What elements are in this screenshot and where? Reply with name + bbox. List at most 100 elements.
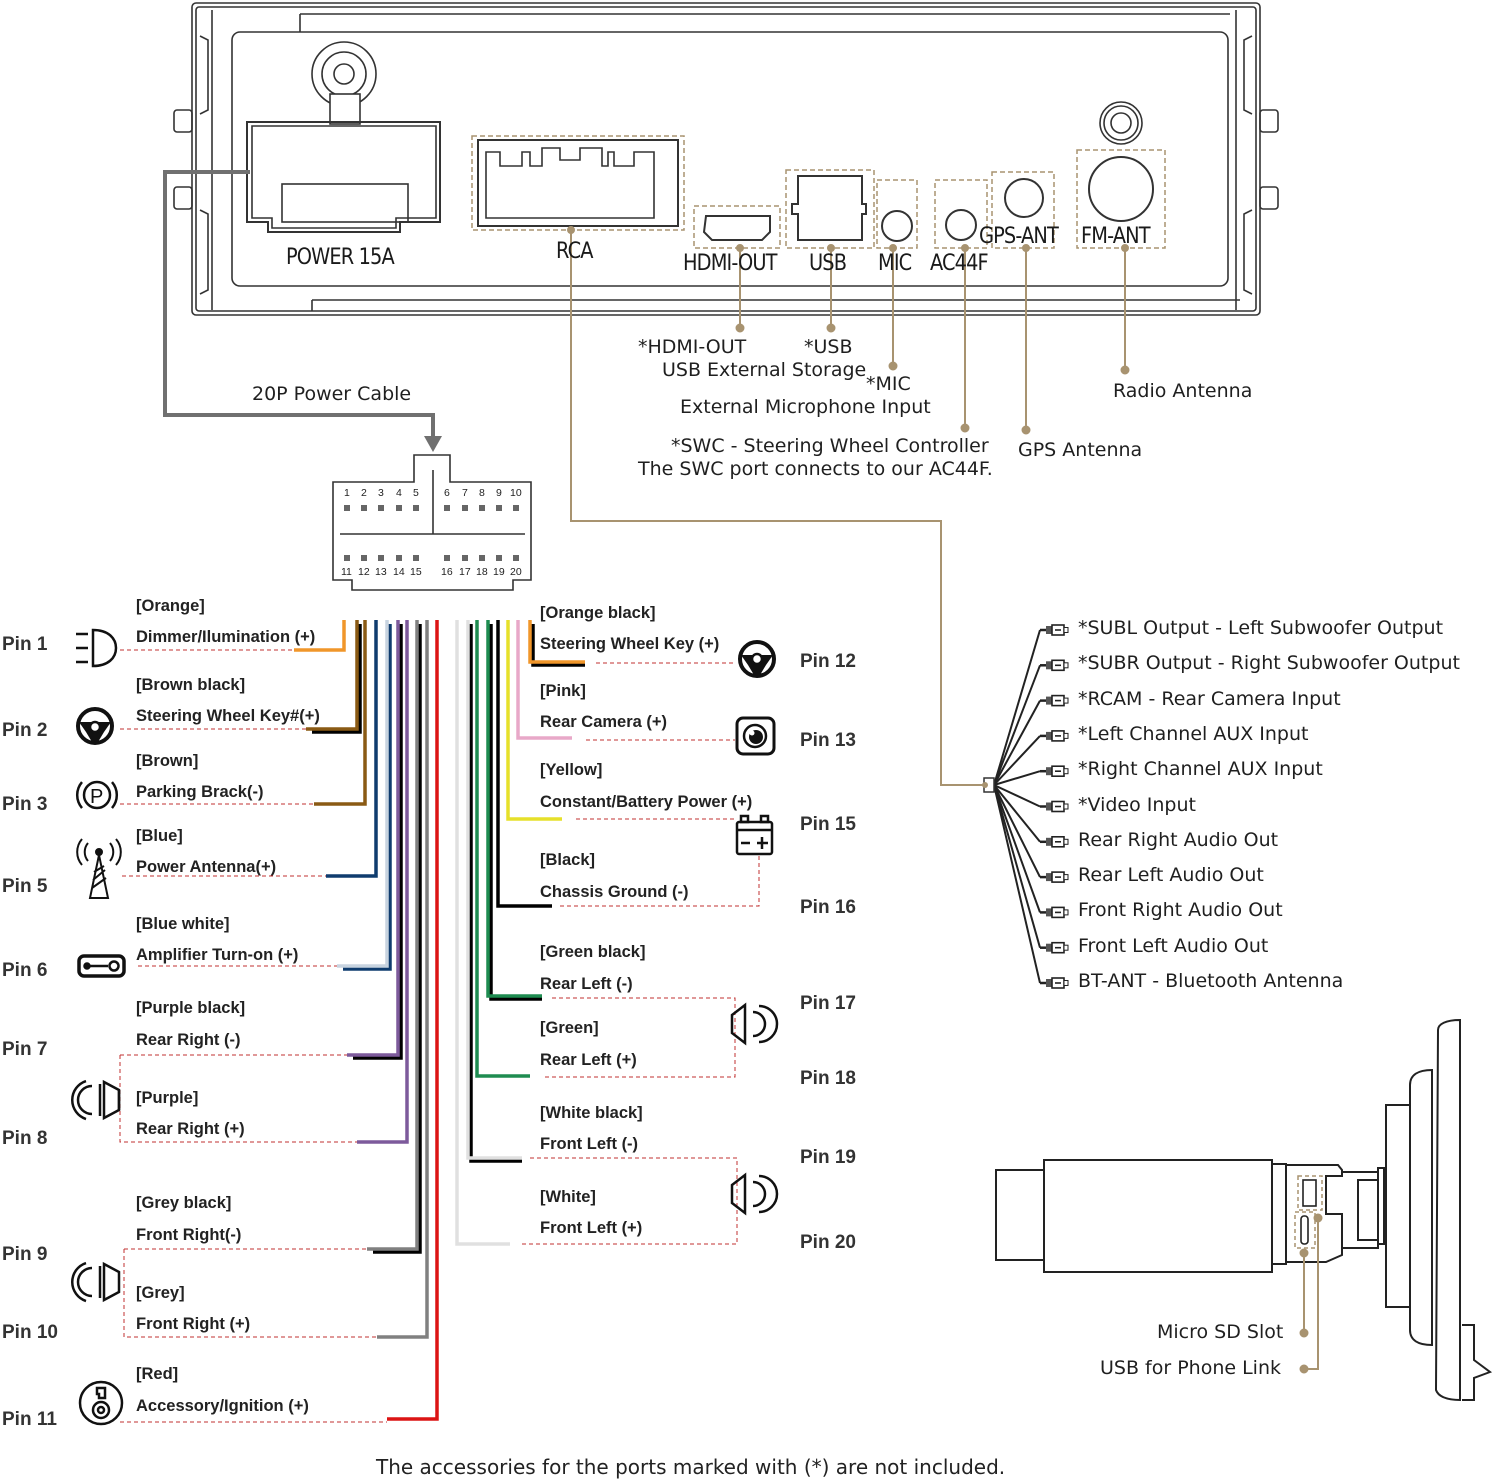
wire-color-label: [Black] (540, 851, 596, 869)
connector-pin-number: 15 (410, 566, 422, 578)
annotation-gps: GPS Antenna (1018, 439, 1143, 461)
pin-dot (361, 505, 367, 511)
rca-junction (982, 777, 995, 793)
mic-port (876, 179, 918, 249)
wire-pin-3 (314, 620, 367, 806)
dashed-leader (542, 997, 736, 1078)
pin-label: Pin 11 (2, 1409, 57, 1430)
rca-plug (993, 784, 1069, 919)
pin-label: Pin 5 (2, 876, 48, 897)
pin-dot (496, 555, 502, 561)
side-view (995, 1018, 1493, 1402)
wire-pin-19 (466, 620, 522, 1163)
pin-label: Pin 6 (2, 960, 48, 981)
wire-color-label: [Green] (540, 1019, 599, 1037)
annotation-power-cable: 20P Power Cable (252, 383, 412, 405)
pin-label: Pin 19 (800, 1147, 856, 1168)
pin-label: Pin 18 (800, 1068, 856, 1089)
pin-label: Pin 17 (800, 993, 856, 1014)
side-view-leaders (1299, 1213, 1323, 1374)
wire-function-label: Rear Right (+) (136, 1120, 245, 1138)
pin-dot (396, 555, 402, 561)
rca-output-label: *SUBL Output - Left Subwoofer Output (1078, 617, 1444, 639)
rca-plug (993, 784, 1069, 813)
wire-pin-7 (347, 620, 403, 1060)
wire-color-label: [Grey] (136, 1284, 185, 1302)
rca-output-label: *Video Input (1078, 793, 1196, 816)
wire-pin-8 (357, 620, 409, 1144)
wire-color-label: [Pink] (540, 682, 586, 700)
wire-pin-2 (306, 620, 362, 734)
connector-pin-number: 17 (459, 566, 471, 578)
pin-dot (444, 555, 450, 561)
rca-output-label: Front Left Audio Out (1078, 934, 1269, 957)
wire-function-label: Front Right(-) (136, 1226, 242, 1244)
wire-function-label: Parking Brack(-) (136, 783, 264, 801)
speaker-icon (71, 1079, 121, 1121)
head-unit-rear (173, 2, 1279, 316)
connector-pin-number: 1 (344, 487, 350, 499)
wire-function-label: Steering Wheel Key (+) (540, 635, 720, 653)
wire-color-label: [Yellow] (540, 761, 603, 779)
steering-wheel-icon (738, 640, 776, 678)
fm-port (1076, 101, 1166, 249)
steering-wheel-icon (76, 707, 114, 745)
headlight-icon (76, 628, 118, 668)
wire-function-label: Rear Left (-) (540, 975, 633, 993)
wire-function-label: Constant/Battery Power (+) (540, 793, 753, 811)
pin-dot (479, 505, 485, 511)
connector-pin-number: 13 (375, 566, 387, 578)
rca-fanout (993, 624, 1069, 989)
wire-pin-11 (387, 620, 439, 1421)
speaker-icon (730, 1172, 779, 1216)
wire-color-label: [Purple] (136, 1089, 199, 1107)
dashed-leader (520, 1157, 738, 1245)
pin-label: Pin 8 (2, 1128, 48, 1149)
wire-pin-6 (337, 620, 392, 971)
connector-pin-dots (344, 505, 519, 561)
wire-color-label: [Blue] (136, 827, 183, 845)
pin-label: Pin 3 (2, 794, 48, 815)
rca-plug (993, 730, 1069, 786)
rca-output-label: Rear Left Audio Out (1078, 864, 1264, 887)
svg-text:P: P (90, 786, 103, 808)
connector-pin-number: 7 (462, 487, 468, 499)
annotation-mic-title: *MIC (866, 373, 911, 395)
rca-output-label: Rear Right Audio Out (1078, 828, 1279, 851)
wire-function-label: Amplifier Turn-on (+) (136, 946, 299, 964)
wire-color-label: [Purple black] (136, 999, 246, 1017)
wire-function-label: Front Right (+) (136, 1315, 251, 1333)
wire-pin-13 (516, 620, 572, 740)
wire-bundle (294, 620, 585, 1421)
rca-plug (993, 784, 1069, 954)
connector-pin-number: 12 (358, 566, 370, 578)
port-label-rca: RCA (556, 239, 593, 264)
pin-label: Pin 10 (2, 1322, 58, 1343)
leader-dashes (119, 649, 760, 1423)
wire-function-label: Front Left (-) (540, 1135, 639, 1153)
connector-pin-number: 14 (393, 566, 405, 578)
wire-color-label: [Brown] (136, 752, 199, 770)
connector-pin-number: 18 (476, 566, 488, 578)
pin-dot (361, 555, 367, 561)
footer-note: The accessories for the ports marked wit… (376, 1455, 1006, 1479)
rca-output-label: *Right Channel AUX Input (1078, 758, 1323, 781)
wire-pin-10 (377, 620, 429, 1339)
wire-pin-16 (496, 620, 552, 908)
wire-pin-18 (475, 620, 530, 1078)
wire-color-label: [White black] (540, 1104, 643, 1122)
wire-color-label: [Brown black] (136, 676, 246, 694)
rca-plug (993, 624, 1069, 786)
rca-output-label: *RCAM - Rear Camera Input (1078, 687, 1341, 710)
pin-dot (513, 555, 519, 561)
power-port (246, 41, 441, 233)
wire-color-label: [Blue white] (136, 915, 230, 933)
side-label-micro-sd: Micro SD Slot (1157, 1321, 1284, 1343)
pin-dot (344, 555, 350, 561)
connector-pin-number: 3 (378, 487, 384, 499)
rca-output-label: BT-ANT - Bluetooth Antenna (1078, 970, 1344, 992)
dashed-leader (119, 1054, 357, 1143)
wire-pin-5 (326, 620, 378, 878)
connector-pin-number: 4 (396, 487, 402, 499)
